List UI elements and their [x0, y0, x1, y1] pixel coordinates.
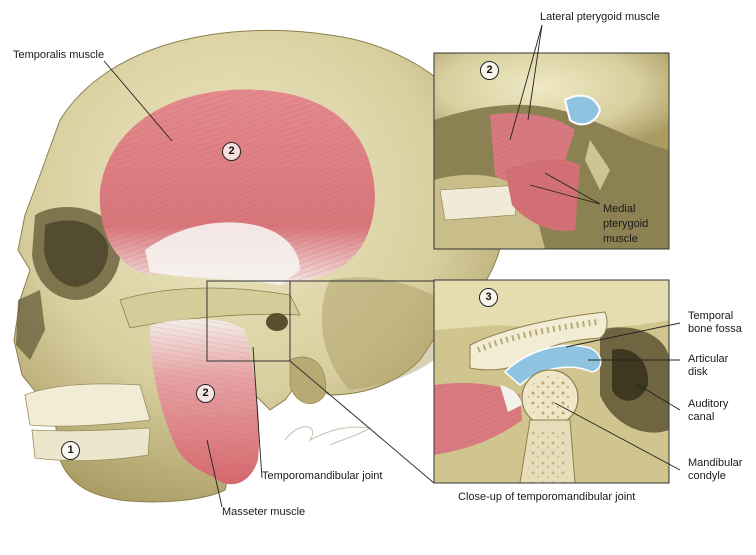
label-mandibular-condyle-1: Mandibular	[688, 457, 743, 469]
label-mandibular-condyle-2: condyle	[688, 470, 726, 482]
artist-signature	[284, 426, 372, 446]
leader-lines	[103, 24, 681, 508]
label-temporal-fossa-2: bone fossa	[688, 323, 742, 335]
teeth	[24, 383, 151, 462]
temporalis-muscle-shape	[99, 89, 376, 285]
label-lateral-pterygoid: Lateral pterygoid muscle	[540, 11, 660, 23]
label-auditory-canal-2: canal	[688, 411, 715, 423]
label-medial-pterygoid-3: muscle	[603, 233, 638, 245]
marker-masseter: 2	[196, 384, 215, 403]
label-temporalis-muscle: Temporalis muscle	[13, 49, 105, 61]
joint-highlight-box	[206, 280, 291, 362]
marker-temporalis: 2	[222, 142, 241, 161]
pterygoid-inset	[434, 53, 669, 249]
marker-inset-pterygoid: 2	[480, 61, 499, 80]
label-temporal-fossa-1: Temporal	[688, 310, 734, 322]
label-temporomandibular-joint: Temporomandibular joint	[262, 470, 383, 482]
label-medial-pterygoid-2: pterygoid	[603, 218, 649, 230]
marker-teeth: 1	[61, 441, 80, 460]
label-articular-disk-2: disk	[688, 366, 708, 378]
marker-inset-joint: 3	[479, 288, 498, 307]
closeup-caption: Close-up of temporomandibular joint	[458, 491, 636, 503]
joint-closeup-inset	[434, 280, 669, 483]
label-masseter-muscle: Masseter muscle	[222, 506, 306, 518]
label-articular-disk-1: Articular	[688, 353, 729, 365]
label-auditory-canal-1: Auditory	[688, 398, 729, 410]
label-medial-pterygoid-1: Medial	[603, 203, 636, 215]
